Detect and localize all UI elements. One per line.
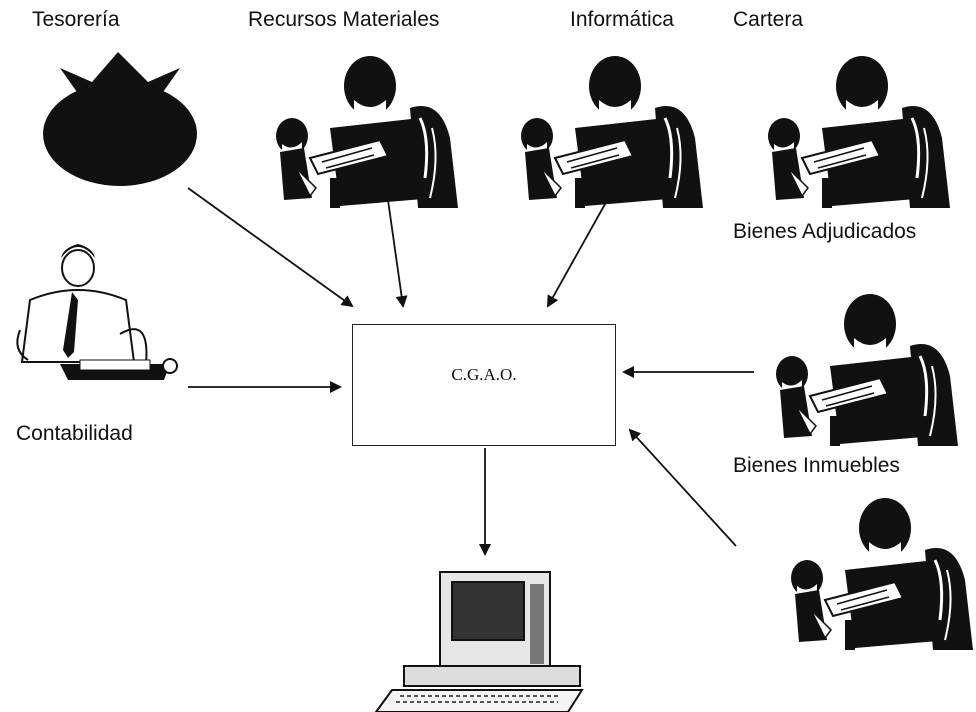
- money-bag-icon: [43, 52, 197, 186]
- office-workers-icon-recursos: [274, 54, 460, 210]
- label-informatica: Informática: [570, 8, 674, 31]
- label-tesoreria: Tesorería: [32, 8, 120, 31]
- label-contabilidad: Contabilidad: [16, 422, 133, 445]
- arrow-informatica: [547, 187, 615, 308]
- office-workers-icon-informatica: [519, 54, 705, 210]
- arrow-inmuebles: [628, 428, 737, 547]
- office-workers-icon-adjudicados: [774, 292, 960, 448]
- arrow-tesoreria: [187, 187, 354, 308]
- arrow-recursos: [385, 185, 408, 308]
- label-recursos-materiales: Recursos Materiales: [248, 8, 440, 31]
- label-bienes-inmuebles: Bienes Inmuebles: [733, 454, 900, 477]
- label-cartera: Cartera: [733, 8, 804, 31]
- office-workers-icon-cartera: [766, 54, 952, 210]
- label-bienes-adjudicados: Bienes Adjudicados: [733, 220, 917, 243]
- cgao-box: C.G.A.O.: [352, 324, 616, 446]
- cgao-label: C.G.A.O.: [451, 365, 517, 384]
- accountant-icon: [16, 244, 178, 380]
- computer-icon: [374, 571, 584, 712]
- office-workers-icon-inmuebles: [789, 496, 975, 652]
